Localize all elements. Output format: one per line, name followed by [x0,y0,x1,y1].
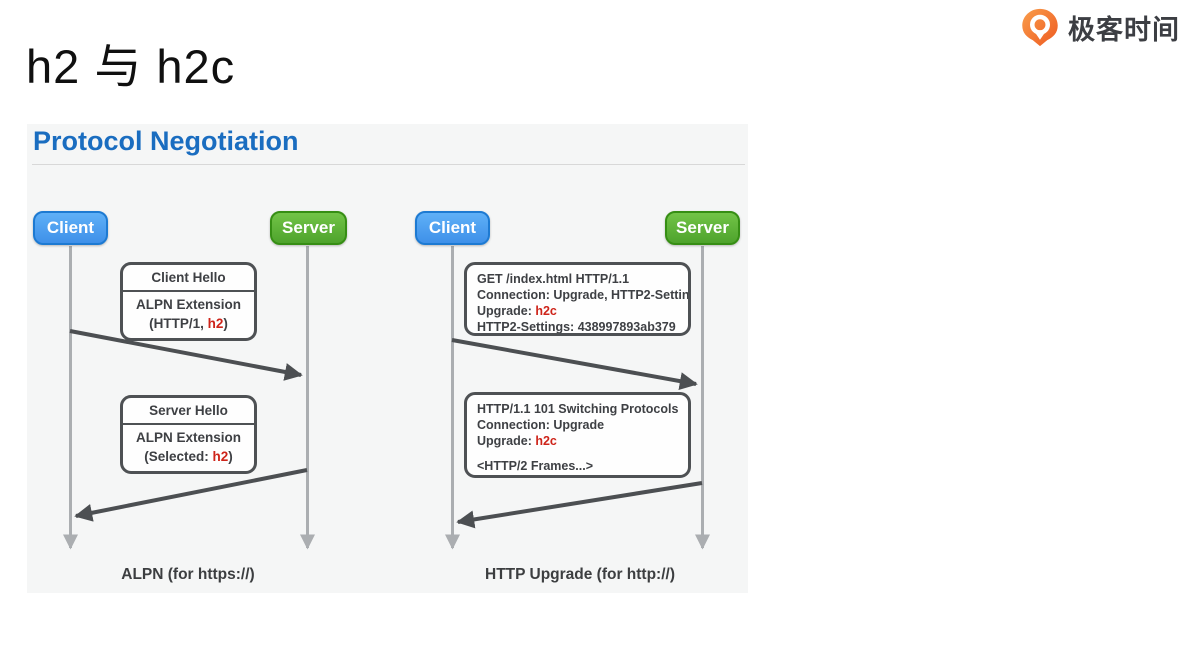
message-box-server-hello: Server Hello ALPN Extension (Selected: h… [120,395,257,474]
message-box-client-hello: Client Hello ALPN Extension (HTTP/1, h2) [120,262,257,341]
text-line: (Selected: h2) [125,447,252,466]
text-line: Connection: Upgrade [477,418,605,432]
message-box-body: ALPN Extension (HTTP/1, h2) [123,292,254,338]
message-box-upgrade-request: GET /index.html HTTP/1.1 Connection: Upg… [464,262,691,336]
text-segment: (HTTP/1, [149,316,208,331]
panel-title: Protocol Negotiation [33,126,299,156]
arrow-upgrade-request [451,338,698,390]
highlight-h2c: h2c [535,434,557,448]
actor-client-alpn: Client [33,211,108,245]
text-line: Upgrade: h2c [477,433,678,449]
arrow-upgrade-response [456,481,703,529]
arrow-server-hello [74,468,308,522]
actor-server-alpn: Server [270,211,347,245]
text-segment: Upgrade: [477,304,536,318]
protocol-negotiation-panel: Protocol Negotiation Client Server Clien… [27,124,748,593]
page-title: h2 与 h2c [26,40,236,93]
panel-divider [32,164,745,165]
message-box-header: Server Hello [123,398,254,425]
text-line: (HTTP/1, h2) [125,314,252,333]
text-segment: ) [228,449,233,464]
highlight-h2: h2 [207,316,224,331]
text-line: ALPN Extension [135,297,241,312]
highlight-h2c: h2c [535,304,557,318]
text-line: Connection: Upgrade, HTTP2-Settings [477,288,691,302]
actor-client-upgrade: Client [415,211,490,245]
geektime-logo-text: 极客时间 [1068,14,1180,45]
caption-alpn: ALPN (for https://) [121,566,255,583]
text-segment: (Selected: [144,449,213,464]
geektime-logo: 极客时间 [1020,7,1180,47]
text-segment: Upgrade: [477,434,536,448]
highlight-h2: h2 [212,449,229,464]
message-box-upgrade-response: HTTP/1.1 101 Switching Protocols Connect… [464,392,691,478]
text-line: ALPN Extension [135,430,241,445]
text-line: Upgrade: h2c [477,303,678,319]
sequence-wires [63,246,710,550]
blank-line [477,449,678,458]
message-box-header: Client Hello [123,265,254,292]
geektime-logo-icon [1022,8,1058,47]
text-segment: ) [223,316,228,331]
arrow-client-hello [69,329,303,381]
message-box-body: ALPN Extension (Selected: h2) [123,425,254,471]
text-line: HTTP2-Settings: 438997893ab379 [477,320,676,334]
caption-http-upgrade: HTTP Upgrade (for http://) [485,566,675,583]
text-line: GET /index.html HTTP/1.1 [477,272,630,286]
text-line: HTTP/1.1 101 Switching Protocols [477,402,679,416]
actor-server-upgrade: Server [665,211,740,245]
text-line: <HTTP/2 Frames...> [477,459,594,473]
